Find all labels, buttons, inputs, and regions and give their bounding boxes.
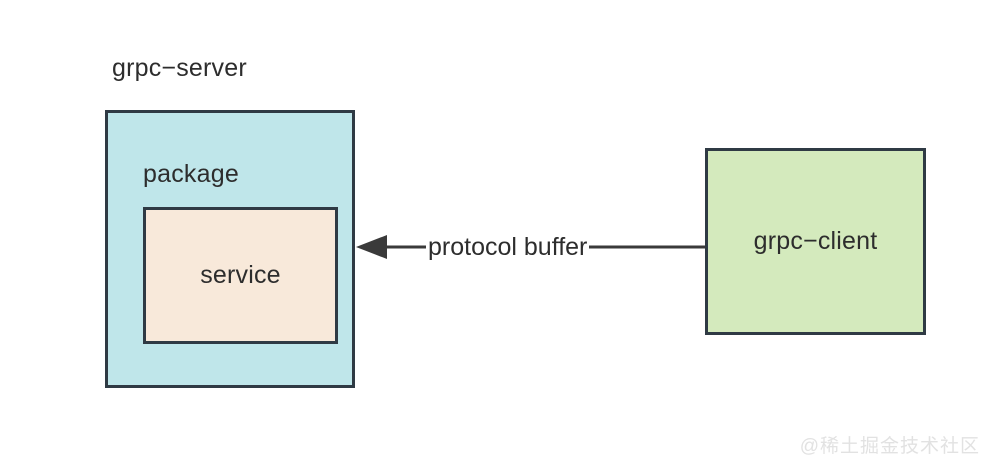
service-box: [143, 207, 338, 344]
arrowhead-icon: [356, 235, 387, 259]
watermark: @稀土掘金技术社区: [799, 436, 980, 457]
grpc-client-box: [705, 148, 926, 335]
server-box-title: grpc−server: [112, 54, 247, 82]
grpc-client-label: grpc−client: [753, 227, 878, 255]
service-label: service: [200, 261, 281, 289]
protocol-buffer-label: protocol buffer: [426, 233, 590, 262]
package-label: package: [143, 160, 239, 188]
